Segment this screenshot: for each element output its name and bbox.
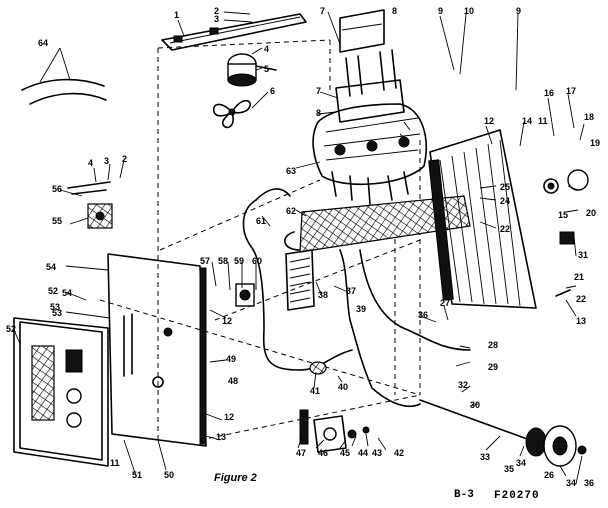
blower-wheel [235,249,315,311]
condenser-coil [428,129,537,309]
compressor-assembly [312,49,427,205]
control-panel [13,317,109,467]
leader-lines [13,11,585,485]
drawing-number: F20270 [494,490,540,502]
top-rail [161,13,307,51]
fan-motor [227,53,277,87]
fan-blade [212,99,252,129]
refrigerant-tubing [242,188,471,408]
filter-arcs [21,78,107,105]
bottom-parts [299,361,370,453]
front-panel [107,253,207,447]
right-side-parts [543,169,589,297]
page-code: B-3 [454,489,474,501]
evaporator-coil [284,195,471,253]
cover-plate [339,9,385,53]
left-switch-parts [67,181,113,229]
shaft-and-wheel [419,399,587,467]
figure-label: Figure 2 [214,472,257,484]
